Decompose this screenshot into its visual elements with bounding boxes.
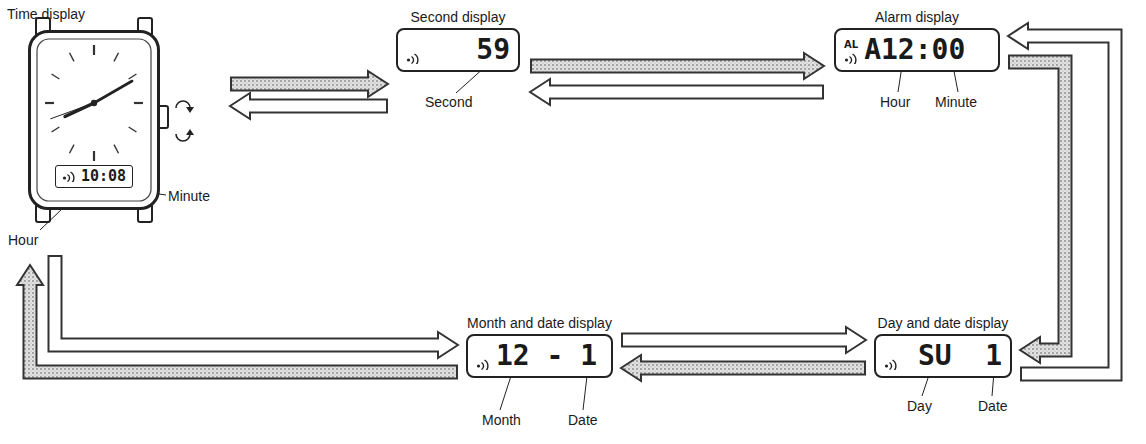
outline-block-arrow — [621, 327, 866, 353]
signal-icon — [884, 358, 898, 370]
lcd-window: 10:08 — [55, 165, 133, 188]
outline-block-arrow — [230, 93, 388, 119]
part-label: Second — [425, 94, 472, 110]
lcd-indicator-column — [884, 338, 898, 374]
part-label: Hour — [880, 94, 910, 110]
lcd-readout: SU — [918, 342, 952, 370]
part-label: Month — [482, 412, 521, 428]
signal-icon — [406, 52, 420, 64]
shaded-block-arrow — [17, 265, 458, 372]
rotation-arrowheads — [186, 107, 194, 135]
signal-icon — [844, 52, 858, 64]
lcd-readout: 10:08 — [81, 168, 126, 185]
lcd-display: Day and date displaySU1 — [874, 334, 1012, 378]
shaded-block-arrow — [530, 53, 824, 79]
signal-icon — [476, 358, 490, 370]
watch-face: Time display10:08 — [28, 30, 160, 210]
signal-icon — [62, 170, 76, 182]
lcd-indicator-column — [406, 32, 420, 68]
shaded-block-arrow — [621, 355, 866, 381]
lcd-display: Alarm displayALA12:00 — [834, 28, 1000, 72]
shaded-block-arrow — [1008, 62, 1065, 363]
display-title: Month and date display — [467, 315, 612, 331]
outline-block-arrow — [1008, 23, 1115, 374]
part-label: Day — [907, 398, 932, 414]
outline-block-arrow — [530, 79, 824, 105]
lcd-readout: A12:00 — [864, 36, 965, 64]
lcd-readout: 12 - 1 — [496, 342, 597, 370]
display-title: Day and date display — [878, 315, 1009, 331]
leader-lines — [40, 66, 994, 410]
part-label: Hour — [8, 232, 38, 248]
part-label: Date — [978, 398, 1008, 414]
lcd-readout: 1 — [975, 342, 1002, 370]
display-title: Time display — [7, 6, 85, 22]
part-label: Minute — [935, 94, 977, 110]
lcd-indicator: AL — [844, 40, 858, 50]
display-title: Alarm display — [875, 9, 959, 25]
part-label: Date — [568, 412, 598, 428]
shaded-block-arrow — [230, 71, 388, 97]
outline-block-arrow — [55, 255, 458, 358]
lcd-display: Month and date display12 - 1 — [466, 334, 613, 378]
lcd-display: Second display59 — [396, 28, 520, 72]
lcd-indicator-column — [476, 338, 490, 374]
display-title: Second display — [411, 9, 506, 25]
part-label: Minute — [168, 188, 210, 204]
lcd-readout: 59 — [466, 36, 510, 64]
lcd-indicator-column: AL — [844, 32, 858, 68]
